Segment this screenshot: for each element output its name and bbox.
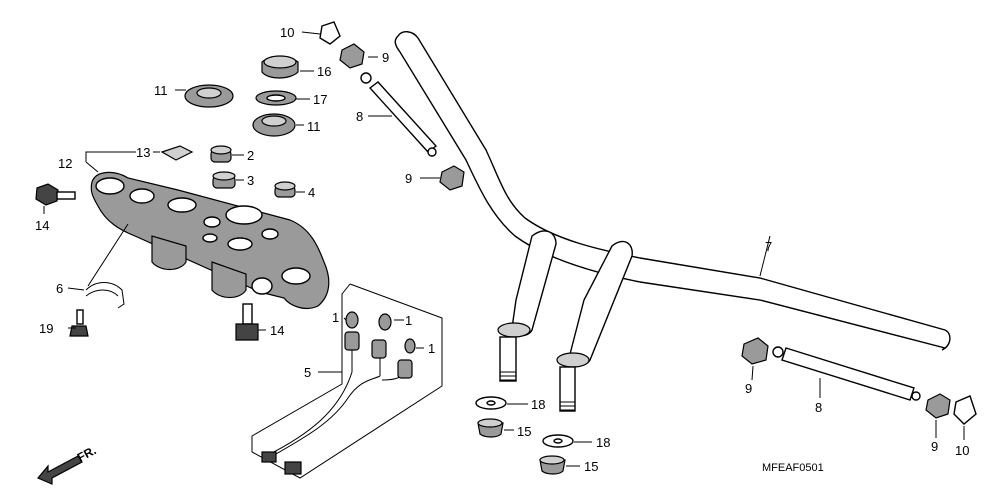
callout-16: 16 xyxy=(317,64,331,79)
bolt-14-lower xyxy=(235,303,259,341)
callout-2: 2 xyxy=(247,148,254,163)
handlebar xyxy=(394,31,951,412)
rubber-13 xyxy=(160,145,194,161)
callout-7: 7 xyxy=(765,239,772,254)
weight-9-right xyxy=(925,393,951,419)
top-bridge xyxy=(90,171,330,310)
clip-10-upper xyxy=(319,21,341,45)
callout-14-lower: 14 xyxy=(270,323,284,338)
cap-3 xyxy=(212,171,236,189)
cap-2 xyxy=(210,145,232,163)
callout-11-lower: 11 xyxy=(307,119,321,134)
callout-1-left: 1 xyxy=(332,310,339,325)
bearing-11-upper xyxy=(184,84,234,108)
callout-9-right: 9 xyxy=(931,439,938,454)
nut-15-left xyxy=(477,418,504,438)
front-marker: FR. xyxy=(37,443,98,485)
callout-15-left: 15 xyxy=(517,424,531,439)
callout-17: 17 xyxy=(313,92,327,107)
callout-9-upper: 9 xyxy=(382,50,389,65)
callout-18-right: 18 xyxy=(596,435,610,450)
callout-3: 3 xyxy=(247,173,254,188)
callout-13: 13 xyxy=(136,145,150,160)
weight-9-lower xyxy=(741,337,769,365)
washer-17 xyxy=(255,90,297,106)
weight-9-upper xyxy=(339,43,365,69)
nut-15-right xyxy=(539,455,566,475)
front-arrow-icon xyxy=(37,455,83,485)
callout-10-upper: 10 xyxy=(280,25,294,40)
callout-4: 4 xyxy=(308,185,315,200)
weight-9-middle xyxy=(439,165,465,191)
callout-18-left: 18 xyxy=(531,397,545,412)
callout-1-middle: 1 xyxy=(405,313,412,328)
callout-19: 19 xyxy=(39,321,53,336)
callout-5: 5 xyxy=(304,365,311,380)
leader-lines xyxy=(43,31,965,467)
clip-10-lower xyxy=(953,395,977,425)
callout-9-middle: 9 xyxy=(405,171,412,186)
callout-8-lower: 8 xyxy=(815,400,822,415)
callout-12: 12 xyxy=(58,156,72,171)
washer-18-left xyxy=(475,396,507,410)
callout-labels: 10 9 11 16 17 11 8 9 13 12 2 3 4 14 6 19… xyxy=(35,25,969,474)
callout-11-upper: 11 xyxy=(154,83,168,98)
callout-14-upper: 14 xyxy=(35,218,49,233)
bolt-19 xyxy=(69,309,89,337)
callout-8-upper: 8 xyxy=(356,109,363,124)
clamp-6 xyxy=(85,282,125,309)
callout-15-right: 15 xyxy=(584,459,598,474)
bar-end-8-lower xyxy=(772,346,921,401)
callout-1-right: 1 xyxy=(428,341,435,356)
cap-4 xyxy=(274,181,296,198)
callout-10-lower: 10 xyxy=(955,443,969,458)
bar-end-8-upper xyxy=(360,72,438,157)
diagram-code: MFEAF0501 xyxy=(762,462,824,474)
harness-box xyxy=(251,283,443,479)
bearing-11-lower xyxy=(252,113,296,137)
nut-16 xyxy=(261,55,299,79)
washer-18-right xyxy=(542,434,574,448)
bolt-14-upper xyxy=(35,183,76,206)
callout-6: 6 xyxy=(56,281,63,296)
callout-9-lower: 9 xyxy=(745,381,752,396)
